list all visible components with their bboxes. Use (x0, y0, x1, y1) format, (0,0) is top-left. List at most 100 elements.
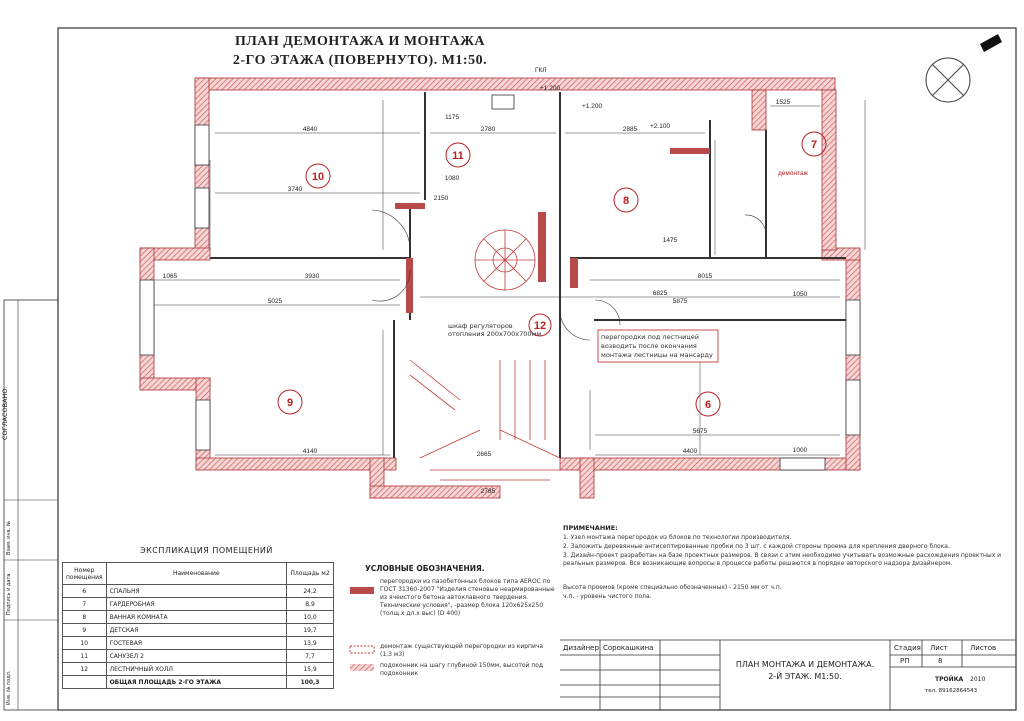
explication-heading: ЭКСПЛИКАЦИЯ ПОМЕЩЕНИЙ (140, 546, 273, 555)
designer-role: Дизайнер (563, 644, 599, 652)
level-marker-2: +2.100 (650, 123, 670, 130)
legend-swatch-dismantle (349, 645, 375, 654)
stamp-lines (560, 639, 1016, 710)
room-6-marker (695, 391, 721, 417)
room-8-marker (613, 187, 639, 213)
stage-label: Стадия (894, 644, 921, 652)
sheets-label: Листов (970, 644, 997, 652)
room-11-label: 11 (452, 150, 464, 162)
legend-item-2: демонтаж существующей перегородки из кир… (380, 643, 544, 658)
gkl-label: ГКЛ (535, 67, 547, 74)
dim-text: 1065 (163, 273, 178, 280)
door-swings (371, 209, 767, 341)
doc-title-1: ПЛАН МОНТАЖА И ДЕМОНТАЖА. (735, 660, 875, 669)
dim-text: 3930 (305, 273, 320, 280)
dim-text: 1000 (793, 447, 808, 454)
inv-label: Инв. № подл. (6, 670, 12, 706)
room-10-marker (305, 163, 331, 189)
stage-value: РП (900, 657, 910, 665)
company-name: ТРОЙКА (935, 676, 964, 683)
room-7-marker (801, 131, 827, 157)
doc-title-2: 2-Й ЭТАЖ. М1:50. (768, 672, 842, 681)
legend-swatch-partition (350, 587, 374, 594)
note-5: ч.п. - уровень чистого пола. (563, 593, 652, 600)
col-name: Наименование (105, 562, 288, 585)
room-9-label: 9 (287, 397, 293, 409)
col-num: Номер помещения (62, 562, 107, 585)
legend-item-3: подоконник на шагу глубиной 150мм, высот… (380, 662, 544, 677)
room-9-marker (277, 389, 303, 415)
room-7-label: 7 (811, 139, 817, 151)
dim-text: 3740 (288, 186, 303, 193)
dimension-lines (150, 100, 866, 456)
designer-name: Сорокашкина (603, 644, 654, 652)
north-arrow-icon (980, 34, 1002, 52)
radiator-note: шкаф регуляторов отопления 200х700х700мм (448, 322, 542, 338)
dim-text: 8015 (698, 273, 713, 280)
stair-note-box (597, 329, 719, 363)
col-area: Площадь м2 (286, 562, 334, 585)
dim-text: 5025 (268, 298, 283, 305)
interior-walls (210, 92, 846, 458)
dim-text: 2665 (477, 451, 492, 458)
note-1: 1. Узел монтажа перегородок из блоков по… (563, 534, 792, 541)
room-11-marker (445, 142, 471, 168)
staircase (409, 229, 561, 481)
sign-date-label: Подпись и дата (6, 573, 12, 615)
windows (139, 94, 861, 471)
note-3: 3. Дизайн-проект разработан на базе прое… (563, 552, 1002, 567)
legend-swatch-sill (350, 664, 374, 671)
dim-text: 2780 (481, 126, 496, 133)
room-12-marker (528, 313, 552, 337)
dim-text: 1525 (776, 99, 791, 106)
dim-text: 1080 (445, 175, 460, 182)
new-partitions (395, 148, 710, 313)
sheet-value: 8 (938, 657, 943, 665)
note-4: Высота проемов (кроме специально обознач… (563, 584, 782, 591)
level-marker: +1.200 (540, 85, 560, 92)
legend-item-1: перегородки из пазобетонных блоков типа … (380, 578, 555, 617)
explication-table: Номер помещения Наименование Площадь м2 … (62, 562, 334, 689)
room-8-label: 8 (623, 195, 629, 207)
company-year: 2010 (970, 676, 986, 683)
dismantle-label: демонтаж (778, 170, 809, 177)
notes-heading: ПРИМЕЧАНИЕ: (563, 524, 618, 532)
company-phone: тел. 89162864543 (925, 688, 978, 694)
dim-text: 5675 (693, 428, 708, 435)
dim-text: 1050 (793, 291, 808, 298)
agreed-label: СОГЛАСОВАНО: (1, 386, 9, 440)
replace-label: Взам. инв. № (6, 521, 12, 555)
room-12-label: 12 (534, 320, 546, 332)
note-2: 2. Заложить деревянные антисептированные… (563, 543, 950, 550)
room-markers (277, 131, 827, 417)
side-stamp-frame (3, 299, 59, 711)
dim-text: 4840 (303, 126, 318, 133)
dim-text: 1175 (445, 114, 459, 121)
sheet-label: Лист (930, 644, 948, 652)
title-line-2: 2-ГО ЭТАЖА (ПОВЕРНУТО). М1:50. (232, 53, 488, 68)
legend-heading: УСЛОВНЫЕ ОБОЗНАЧЕНИЯ. (365, 564, 485, 573)
dim-text: 5875 (673, 298, 688, 305)
room-10-label: 10 (312, 171, 324, 183)
stair-note: перегородки под лестницей возводить посл… (601, 333, 713, 359)
level-marker-3: +1.200 (582, 103, 602, 110)
dim-text: 2785 (481, 488, 496, 495)
compass-circle (925, 57, 971, 103)
dim-text: 4140 (303, 448, 318, 455)
dim-text: 6825 (653, 290, 668, 297)
dim-text: 1475 (663, 237, 678, 244)
dim-text: 4400 (683, 448, 698, 455)
room-6-label: 6 (705, 399, 711, 411)
dim-text: 2150 (434, 195, 449, 202)
dim-text: 2885 (623, 126, 638, 133)
